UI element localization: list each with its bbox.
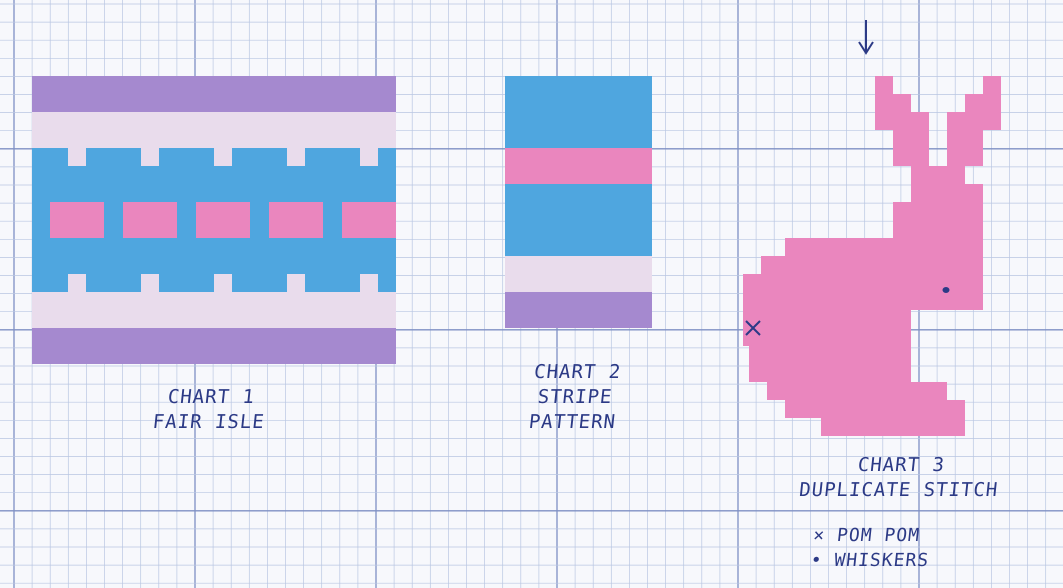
- legend-pom-pom: × POM POM: [812, 523, 1015, 548]
- pink-blocks: [50, 202, 396, 238]
- whisker-text: WHISKERS: [833, 550, 930, 571]
- chart-3-label: CHART 3 DUPLICATE STITCH: [752, 453, 1047, 503]
- down-arrow-icon: [859, 20, 873, 53]
- chart-3-rabbit: [743, 76, 1001, 436]
- chart-1-fair-isle: [32, 76, 396, 364]
- rabbit-shape: [743, 76, 1001, 436]
- stripe-pink: [505, 148, 652, 184]
- chart-2-label: CHART 2 STRIPE PATTERN: [496, 360, 654, 435]
- stripe-purple: [505, 292, 652, 328]
- lavender-band-bottom: [32, 292, 396, 328]
- chart-1-subtitle: FAIR ISLE: [117, 410, 300, 435]
- chart-1-title: CHART 1: [120, 385, 303, 410]
- stripe-blue-top: [505, 76, 652, 148]
- pom-pom-symbol: ×: [812, 525, 826, 546]
- stripe-lavender: [505, 256, 652, 292]
- whisker-symbol: •: [810, 550, 824, 571]
- stripe-blue-middle: [505, 184, 652, 256]
- pom-pom-text: POM POM: [836, 525, 921, 546]
- lavender-band-top: [32, 112, 396, 148]
- chart-3-title: CHART 3: [755, 453, 1048, 478]
- chart-2-stripe-pattern: [505, 76, 652, 328]
- whisker-marker: [943, 287, 950, 293]
- legend-whiskers: • WHISKERS: [809, 548, 1012, 573]
- chart-2-title: CHART 2: [501, 360, 654, 385]
- legend: × POM POM • WHISKERS: [809, 523, 1014, 573]
- chart-2-subtitle: STRIPE: [499, 385, 652, 410]
- chart-3-subtitle: DUPLICATE STITCH: [752, 478, 1045, 503]
- chart-1-label: CHART 1 FAIR ISLE: [117, 385, 302, 435]
- purple-band-top: [32, 76, 396, 112]
- chart-2-subtitle-2: PATTERN: [496, 410, 649, 435]
- purple-band-bottom: [32, 328, 396, 364]
